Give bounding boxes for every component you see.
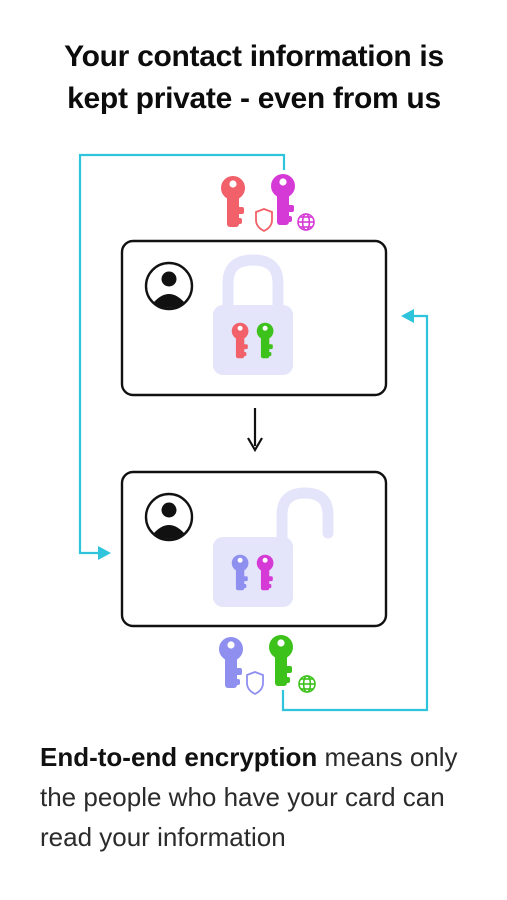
page-title: Your contact information is kept private… <box>14 36 494 120</box>
red-key-icon <box>221 176 245 227</box>
arrow-down-icon <box>247 408 263 453</box>
card-unlocked <box>120 470 388 628</box>
shield-icon <box>255 208 273 233</box>
shield-icon <box>246 671 264 696</box>
lavender-key-icon <box>219 637 243 688</box>
connector-left-arrowhead <box>98 546 111 560</box>
description-text: End-to-end encryption means only the peo… <box>40 737 500 857</box>
globe-icon <box>297 213 315 231</box>
connector-left <box>78 153 286 555</box>
card-locked <box>120 239 388 397</box>
connector-right-arrowhead <box>401 309 414 323</box>
top-key-group <box>221 174 315 233</box>
bottom-key-group <box>219 635 316 696</box>
description-rest: means only the people who have your card… <box>40 742 458 852</box>
locked-padlock-icon <box>213 254 293 375</box>
title-line-1: Your contact information is <box>64 40 444 73</box>
connector-right <box>281 314 429 712</box>
description-bold: End-to-end encryption <box>40 742 318 772</box>
green-key-icon <box>269 635 293 686</box>
avatar-icon <box>144 492 194 542</box>
unlocked-padlock-icon <box>213 487 334 607</box>
magenta-key-icon <box>271 174 295 225</box>
title-line-2: kept private - even from us <box>67 82 441 115</box>
globe-icon <box>298 675 316 693</box>
avatar-icon <box>144 261 194 311</box>
